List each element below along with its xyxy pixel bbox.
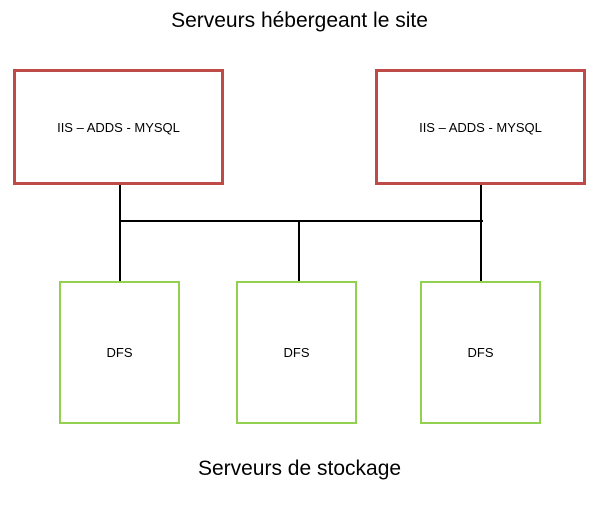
web-server-label: IIS – ADDS - MYSQL — [419, 119, 542, 135]
connector-dfs-left — [119, 221, 121, 281]
connector-dfs-right — [480, 221, 482, 281]
storage-server-label: DFS — [467, 345, 494, 360]
storage-server-label: DFS — [106, 345, 133, 360]
connector-bus — [119, 220, 483, 222]
storage-server-label: DFS — [283, 345, 310, 360]
connector-web-right — [480, 185, 482, 221]
storage-server-node-right: DFS — [420, 281, 541, 424]
diagram-title-storage-servers: Serveurs de stockage — [197, 457, 402, 480]
connector-dfs-center — [298, 221, 300, 281]
diagram-title-web-servers: Serveurs hébergeant le site — [171, 9, 428, 32]
connector-web-left — [119, 185, 121, 221]
storage-server-node-left: DFS — [59, 281, 180, 424]
storage-server-node-center: DFS — [236, 281, 357, 424]
web-server-node-right: IIS – ADDS - MYSQL — [375, 69, 586, 185]
web-server-node-left: IIS – ADDS - MYSQL — [13, 69, 224, 185]
web-server-label: IIS – ADDS - MYSQL — [57, 119, 180, 135]
